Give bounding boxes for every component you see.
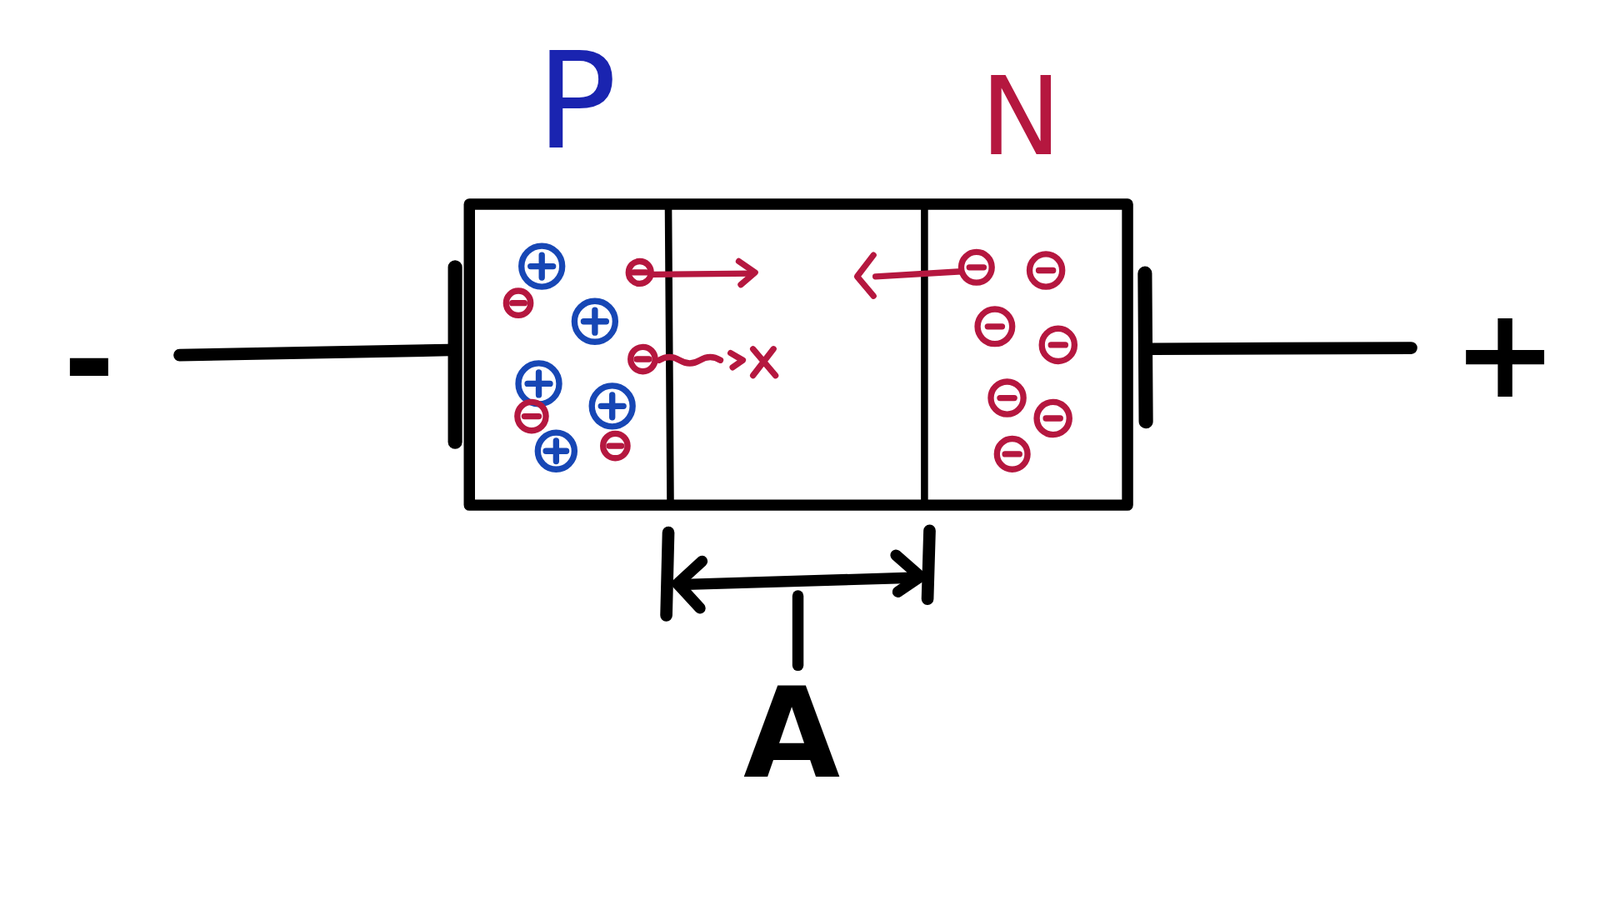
semiconductor-region: N (923, 204, 1128, 505)
terminal-sign: + (1452, 290, 1558, 416)
dimension-label: A (743, 670, 840, 796)
region-label: N (980, 62, 1061, 171)
semiconductor-region: P (469, 204, 669, 505)
arrow-head (895, 555, 920, 592)
carrier-arrows (653, 255, 962, 375)
width-arrow (678, 577, 919, 585)
bracket-end (927, 530, 930, 600)
leader-line (792, 595, 804, 665)
terminal-sign: - (63, 297, 115, 423)
electrode (1145, 273, 1146, 422)
holes (518, 245, 633, 470)
bracket-end (666, 532, 669, 615)
electrons (960, 251, 1075, 470)
region-boundary (920, 209, 929, 500)
electrons (505, 260, 655, 458)
junction-body (469, 204, 1128, 505)
wire (180, 350, 450, 355)
wire (1153, 348, 1412, 350)
region-label: P (536, 35, 617, 169)
arrow-head (677, 560, 702, 608)
